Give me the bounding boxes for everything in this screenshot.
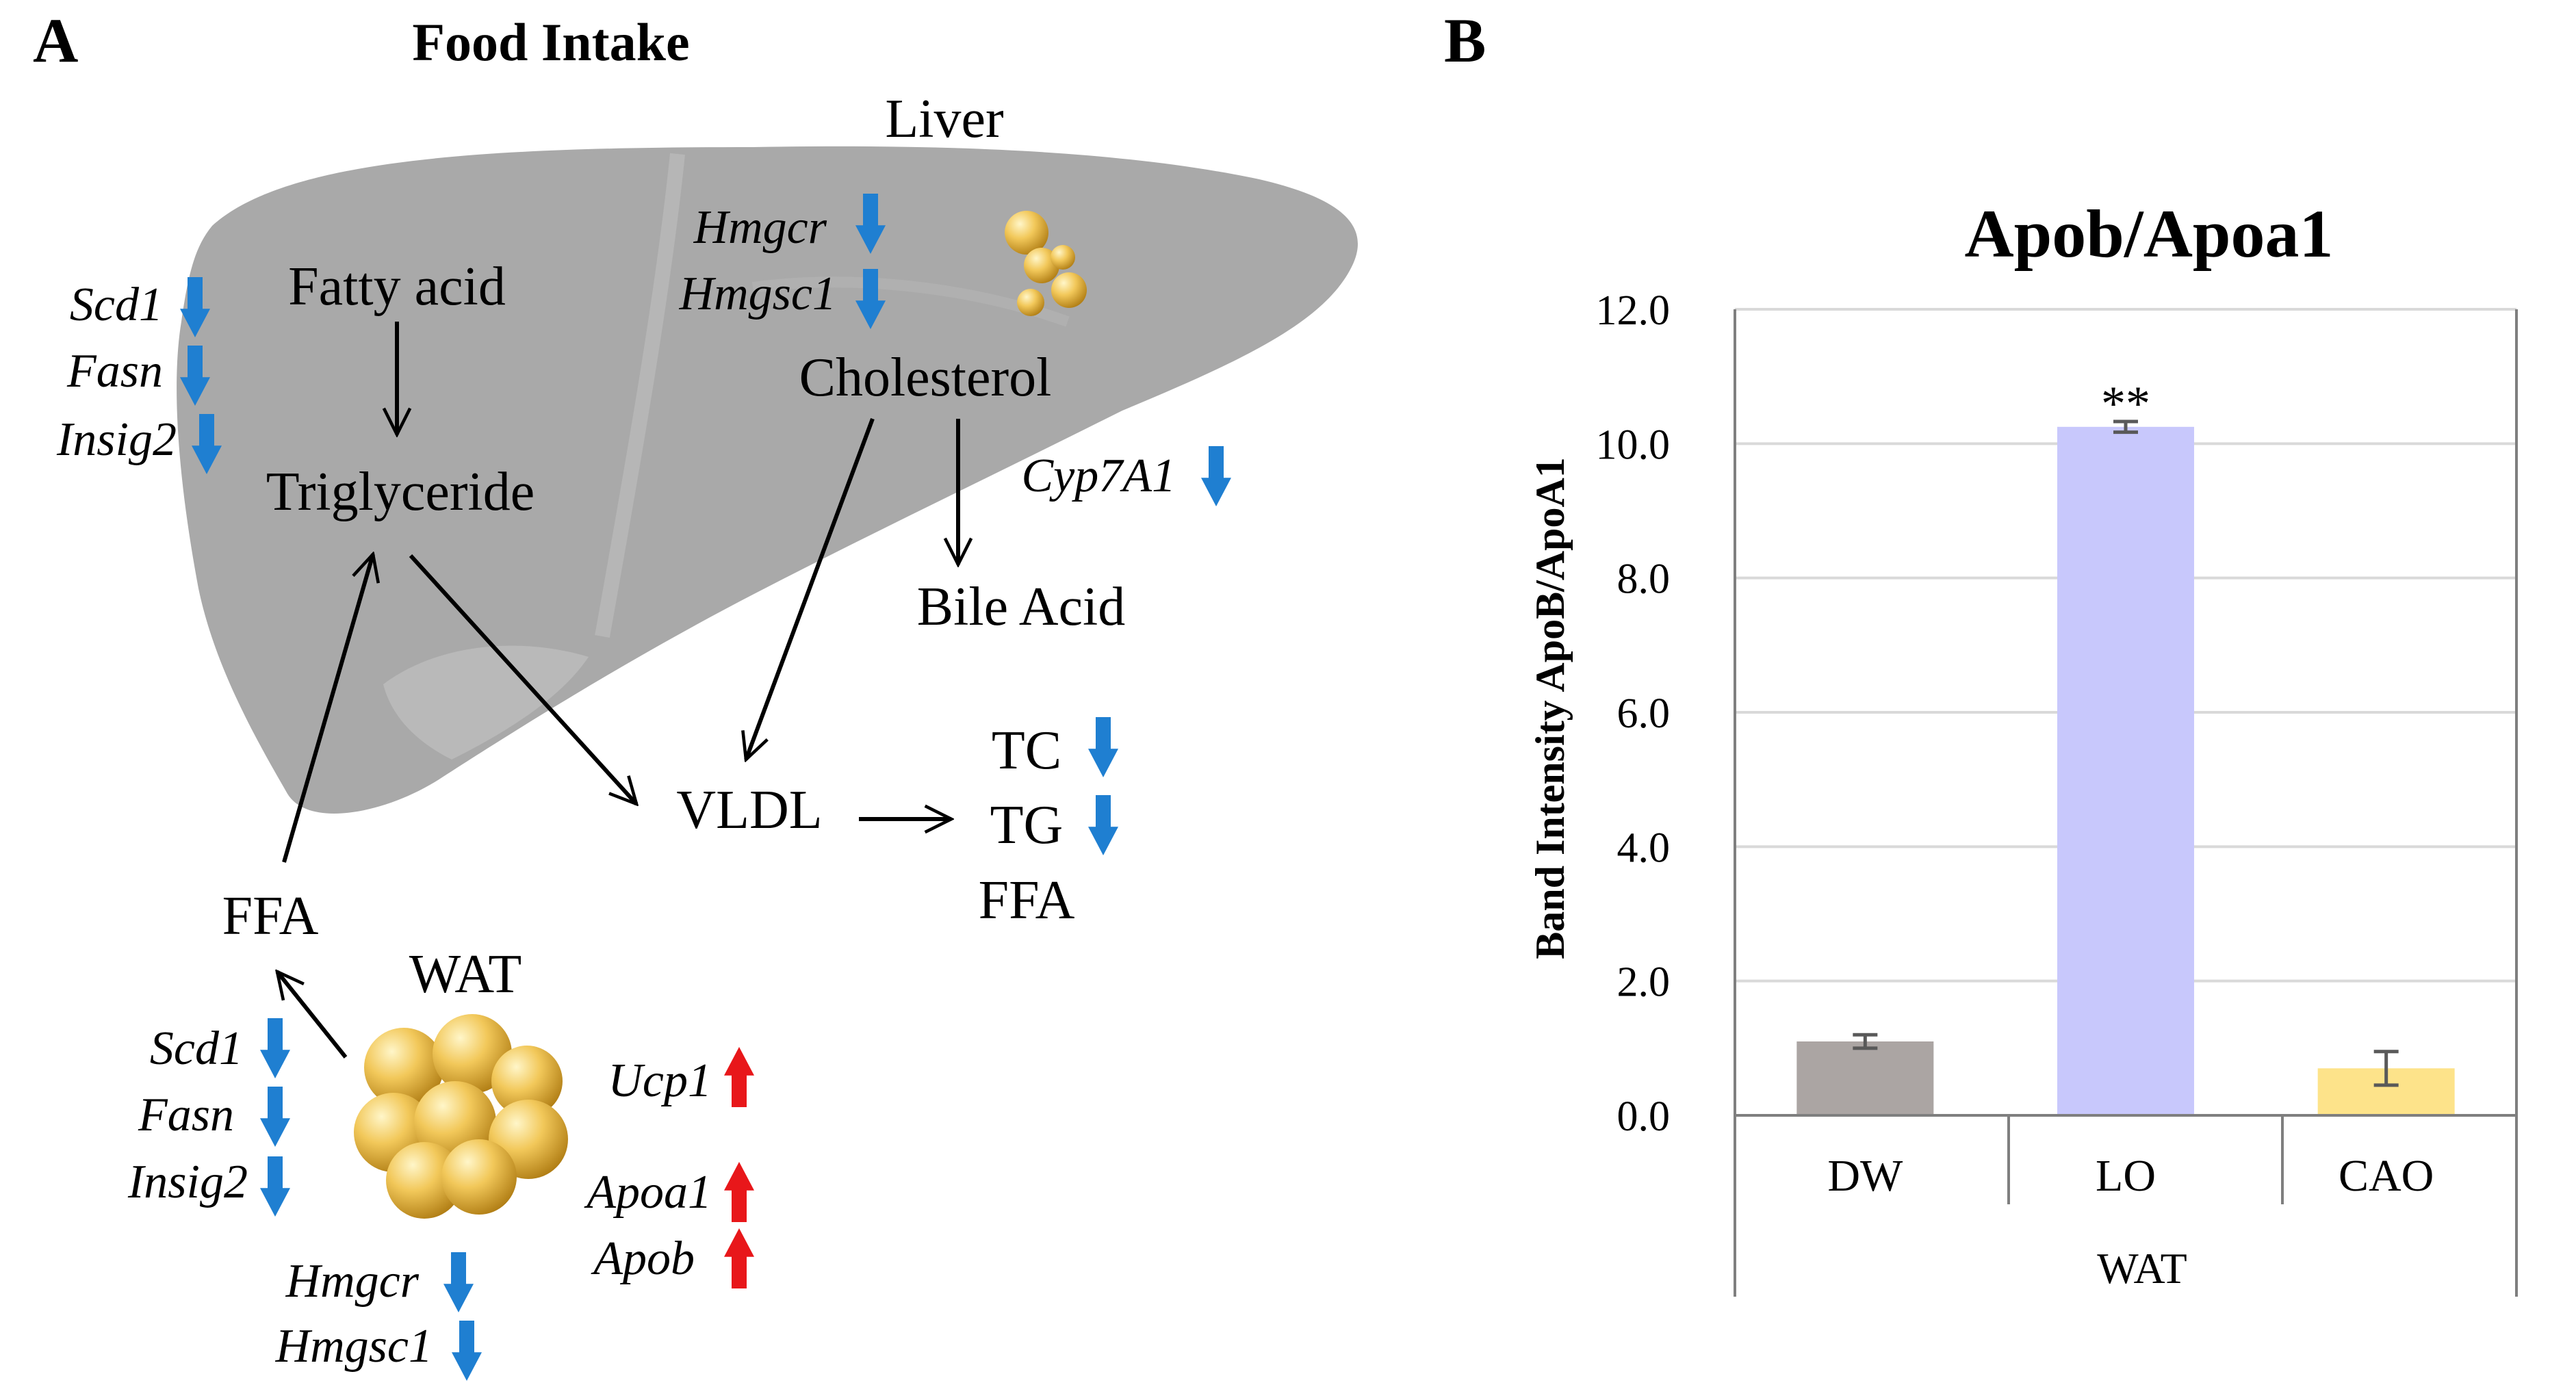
node-ffa: FFA [222,886,319,946]
gene-scd1-wat: Scd1 [150,1022,243,1075]
x-category-label: DW [1827,1151,1903,1201]
y-tick-label: 2.0 [1617,959,1671,1006]
fat-droplet-icon [1005,211,1087,316]
arrow-tg-to-vldl [409,554,636,804]
fat-droplet-icon [354,1014,568,1219]
panel-a: A Food Intake Liver Fatty acid Triglycer… [33,5,1358,1381]
gene-ucp1-wat: Ucp1 [608,1054,712,1107]
arrow-wat-to-ffa [277,972,348,1059]
node-vldl: VLDL [676,780,822,840]
node-triglyceride: Triglyceride [266,462,535,522]
node-fatty-acid: Fatty acid [288,257,506,317]
node-wat: WAT [409,944,521,1004]
panel-a-letter: A [33,5,78,75]
down-arrow-icon [260,1018,290,1078]
gene-fasn-liver: Fasn [66,345,163,398]
food-intake-title: Food Intake [412,12,689,72]
down-arrow-icon [1088,717,1118,777]
arrow-ffa-to-tg [282,554,373,863]
gene-hmgsc1-wat: Hmgsc1 [275,1320,433,1373]
significance-annotation: ** [2101,376,2150,431]
y-tick-label: 0.0 [1617,1093,1671,1140]
y-tick-label: 12.0 [1596,287,1671,334]
chart-title: Apob/Apoa1 [1964,196,2333,272]
gene-cyp7a1: Cyp7A1 [1021,450,1176,502]
gene-hmgsc1-liver: Hmgsc1 [679,268,836,320]
down-arrow-icon [260,1087,290,1147]
up-arrow-icon [724,1162,754,1222]
chart-frame [1734,309,2518,1297]
down-arrow-icon [443,1252,474,1312]
error-bars [1853,419,2399,1087]
y-axis-label: Band Intensity ApoB/ApoA1 [1528,457,1573,959]
bars [1796,426,2455,1115]
node-cholesterol: Cholesterol [799,348,1052,408]
gene-apob-wat: Apob [591,1232,695,1285]
gene-scd1-liver: Scd1 [70,278,163,331]
node-ffa-serum: FFA [979,870,1075,931]
y-tick-label: 6.0 [1617,690,1671,737]
gene-apoa1-wat: Apoa1 [584,1166,712,1219]
up-arrow-icon [724,1047,754,1107]
up-arrow-icon [724,1228,754,1288]
bar-dw [1796,1041,1934,1115]
y-tick-labels: 0.0 2.0 4.0 6.0 8.0 10.0 12.0 [1596,287,1671,1140]
x-group-label: WAT [2097,1244,2187,1293]
gene-hmgcr-wat: Hmgcr [285,1255,420,1308]
node-bile-acid: Bile Acid [917,577,1125,637]
gene-insig2-liver: Insig2 [56,413,177,466]
panel-b-letter: B [1444,5,1486,75]
y-tick-label: 8.0 [1617,556,1671,603]
y-tick-label: 4.0 [1617,825,1671,871]
arrow-chol-to-vldl [746,417,875,760]
x-category-label: CAO [2339,1151,2434,1201]
down-arrow-icon [260,1156,290,1217]
pathway-arrows [277,322,958,1059]
bar-lo [2057,426,2194,1115]
y-tick-label: 10.0 [1596,422,1671,468]
x-category-label: LO [2096,1151,2156,1201]
down-arrow-icon [1201,446,1231,506]
gene-hmgcr-liver: Hmgcr [693,201,827,254]
panel-b: B Apob/Apoa1 Band Intensity ApoB/ApoA1 0… [1444,5,2518,1297]
liver-label: Liver [885,89,1003,149]
down-arrow-icon [1088,795,1118,855]
gene-insig2-wat: Insig2 [127,1156,248,1208]
node-tg: TG [990,795,1064,855]
annotations: ** [2101,376,2150,431]
x-category-labels: DW LO CAO [1827,1151,2434,1201]
gene-fasn-wat: Fasn [138,1089,234,1141]
down-arrow-icon [452,1321,482,1381]
node-tc: TC [992,721,1061,781]
